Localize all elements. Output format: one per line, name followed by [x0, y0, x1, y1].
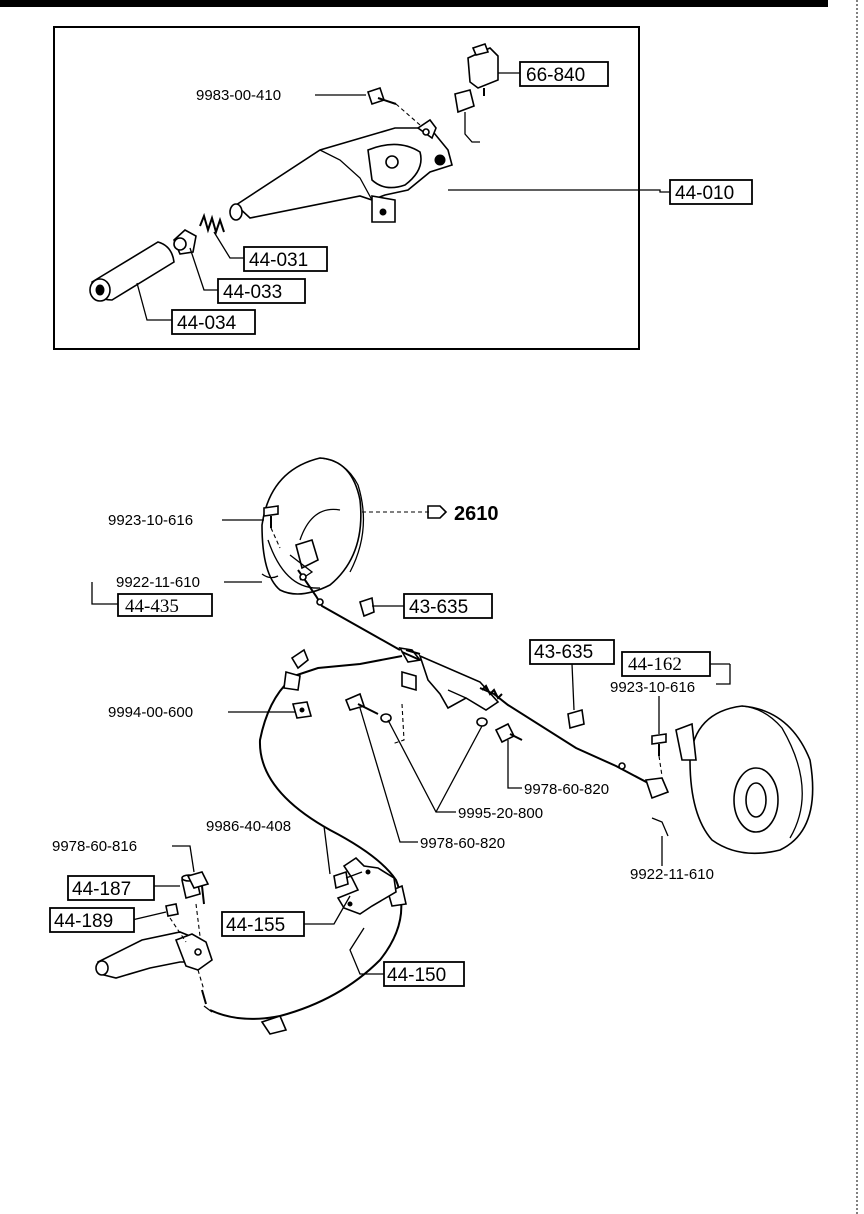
pin-right-part [651, 733, 667, 777]
label-assembly: 44-010 [675, 183, 734, 204]
spring-part [199, 212, 225, 236]
label-lever-bolt: 9978-60-816 [52, 838, 137, 855]
lever-bolt-part [186, 871, 210, 905]
label-screw: 9983-00-410 [196, 87, 281, 104]
box-front-cable [383, 961, 465, 987]
label-clamp-upper: 43-635 [409, 597, 468, 618]
left-brake-drum [261, 457, 448, 595]
label-cable-left: 44-435 [125, 596, 179, 617]
grip-part [89, 241, 175, 302]
rear-cable-left [297, 569, 422, 663]
clamp-upper-part [359, 596, 375, 618]
label-bolt-right: 9978-60-820 [524, 781, 609, 798]
label-washer: 9995-20-800 [458, 805, 543, 822]
label-pin-right: 9923-10-616 [610, 679, 695, 696]
box-bushing [49, 907, 135, 933]
top-border-bar [0, 0, 828, 7]
box-clamp-right [529, 639, 615, 665]
upper-box-frame [53, 26, 640, 350]
label-button: 44-033 [223, 282, 282, 303]
label-clamp-right: 43-635 [534, 642, 593, 663]
bracket-screw-part [333, 870, 363, 890]
label-bushing: 44-189 [54, 911, 113, 932]
label-switch: 66-840 [526, 65, 585, 86]
clip-left-part [261, 573, 279, 579]
label-collar: 44-187 [72, 879, 131, 900]
washer-right-part [476, 717, 488, 727]
box-assembly [669, 179, 753, 205]
bracket-part [336, 856, 397, 915]
nut-part [291, 701, 313, 719]
screw-part [366, 86, 421, 126]
rear-cable-right [479, 684, 670, 800]
box-grip [171, 309, 256, 335]
label-front-cable: 44-150 [387, 965, 446, 986]
label-bracket: 44-155 [226, 915, 285, 936]
button-part [173, 229, 197, 255]
equalizer-bracket [401, 654, 500, 711]
box-button [217, 278, 306, 304]
label-cable-right: 44-162 [628, 654, 682, 675]
switch-part [454, 42, 499, 143]
label-ref-2610: 2610 [454, 503, 499, 525]
label-pin-left: 9923-10-616 [108, 512, 193, 529]
washer-left-part [380, 713, 392, 723]
clip-right-part [651, 817, 669, 837]
box-spring [243, 246, 328, 272]
right-brake-drum [675, 705, 814, 855]
label-spring: 44-031 [249, 250, 308, 271]
label-clip-right: 9922-11-610 [630, 866, 714, 883]
label-clip-left: 9922-11-610 [116, 574, 200, 591]
label-bolt-center: 9978-60-820 [420, 835, 505, 852]
bushing-part [165, 903, 179, 917]
pin-left-part [263, 505, 281, 549]
upper-box-group: 9983-00-410 66-840 44-010 44-031 44-033 … [53, 26, 753, 350]
box-cable-left [117, 593, 213, 617]
box-cable-right [621, 651, 711, 677]
box-bracket [221, 911, 305, 937]
box-clamp-upper [403, 593, 493, 619]
clamp-right-part [567, 708, 585, 730]
lever-bracket-part [95, 903, 213, 1005]
bolt-center-part [344, 692, 379, 715]
box-collar [67, 875, 155, 901]
label-grip: 44-034 [177, 313, 237, 334]
label-nut: 9994-00-600 [108, 704, 193, 721]
box-switch [519, 61, 609, 87]
label-bracket-screw: 9986-40-408 [206, 818, 291, 835]
bolt-right-part [494, 722, 523, 744]
lever-body [229, 118, 453, 223]
lower-diagram-group: 2610 9923-10-616 9922-11-610 44-435 43-6… [49, 457, 814, 1035]
